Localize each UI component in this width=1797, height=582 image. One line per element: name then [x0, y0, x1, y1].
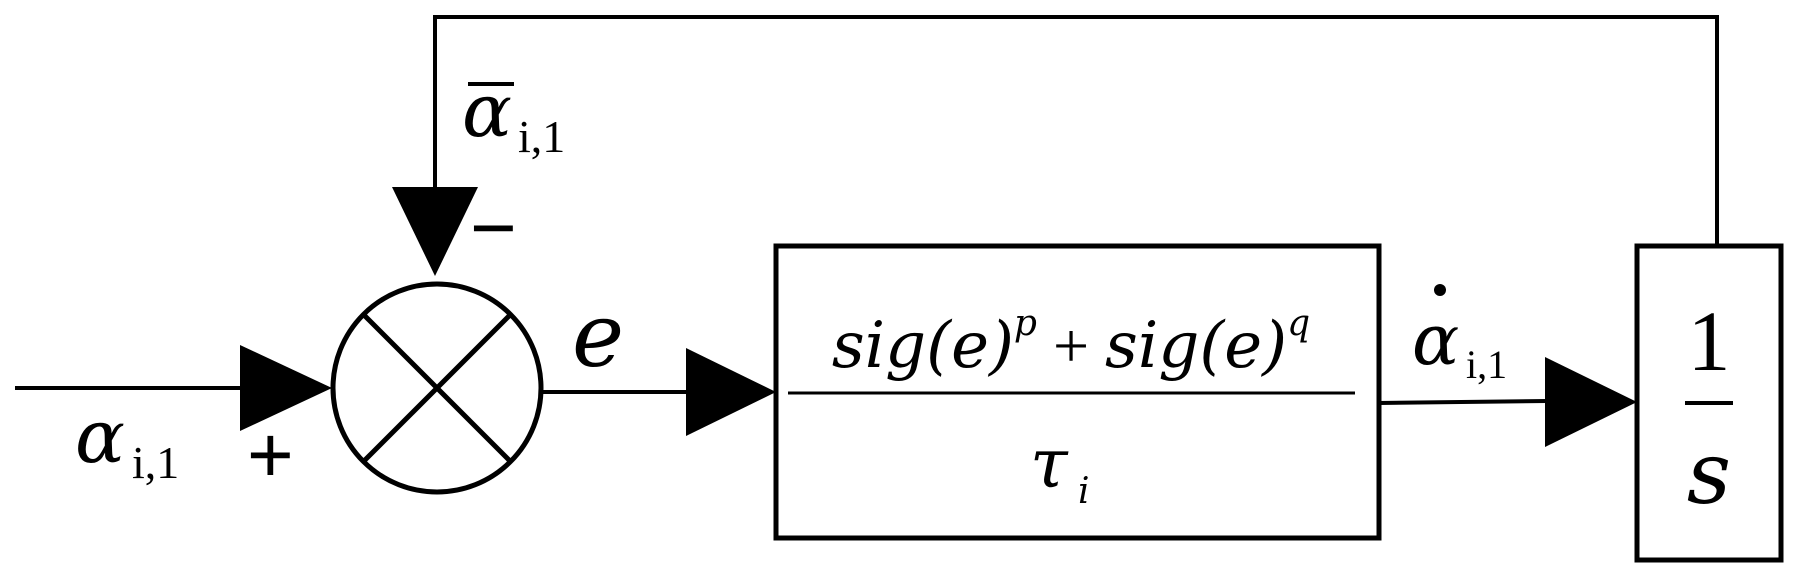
numerator-plus: + — [1037, 310, 1105, 381]
derivative-line — [1378, 399, 1548, 405]
numerator-exponent-p: p — [1014, 303, 1037, 344]
error-label: e — [572, 284, 624, 387]
feedback-arrowhead — [392, 187, 478, 276]
derivative-arrowhead — [1545, 357, 1637, 447]
feedback-line — [433, 15, 1719, 248]
input-label: α i,1 — [75, 394, 179, 488]
denominator-tau-subscript: i — [1078, 471, 1090, 512]
transfer-denominator: τ i — [1030, 425, 1090, 512]
integrator-numerator: 1 — [1688, 293, 1731, 389]
feedback-label: α i,1 — [462, 68, 565, 162]
integrator-denominator: s — [1687, 424, 1731, 524]
derivative-label: α i,1 — [1412, 284, 1507, 387]
numerator-term2: sig(e) — [1105, 309, 1287, 383]
denominator-tau-symbol: τ — [1030, 425, 1069, 504]
derivative-alpha-subscript: i,1 — [1466, 342, 1507, 387]
feedback-alpha-subscript: i,1 — [518, 111, 565, 162]
summing-junction — [330, 281, 544, 495]
numerator-exponent-q: q — [1287, 303, 1310, 344]
input-alpha-symbol: α — [75, 394, 125, 480]
numerator-term1: sig(e) — [832, 309, 1014, 383]
error-arrowhead — [686, 348, 776, 436]
feedback-alpha-symbol: α — [462, 68, 512, 154]
derivative-dot — [1434, 284, 1446, 296]
minus-sign: − — [470, 183, 517, 272]
input-arrowhead — [240, 345, 332, 431]
derivative-alpha-symbol: α — [1412, 299, 1459, 381]
transfer-numerator: sig(e)p + sig(e)q — [832, 303, 1310, 383]
input-alpha-subscript: i,1 — [132, 437, 179, 488]
plus-sign: + — [247, 410, 294, 499]
